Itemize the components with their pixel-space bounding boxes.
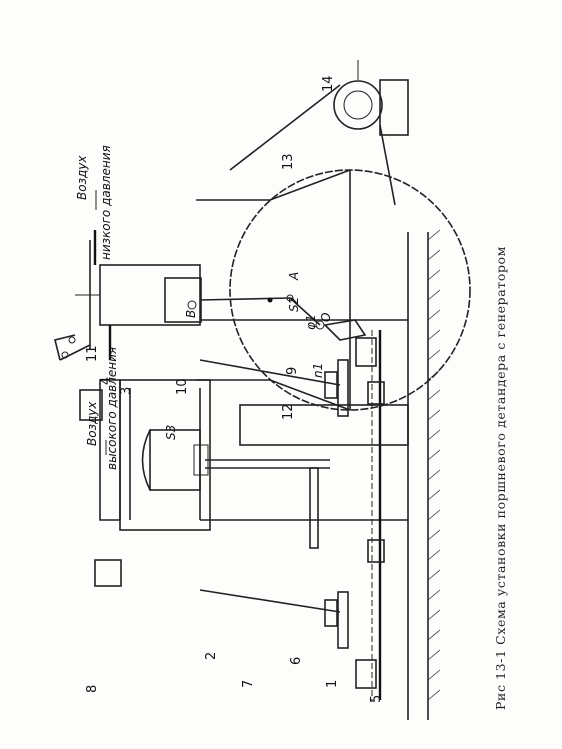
cylinder-head: [54, 334, 122, 587]
bearing-block-2: [367, 381, 385, 405]
crank-oa: [289, 297, 321, 326]
label-10: 10: [175, 378, 190, 395]
label-4: 4: [99, 377, 114, 385]
label-5: 5: [369, 695, 384, 703]
label-11: 11: [85, 345, 100, 362]
air-high-title: Воздух: [85, 401, 99, 446]
valve-8: [94, 559, 122, 587]
air-high-desc: высокого давления: [105, 347, 119, 470]
coupling-disc-5: [337, 591, 349, 649]
belt-top: [229, 84, 341, 171]
link-9: [324, 371, 338, 399]
generator-14: [333, 80, 383, 130]
right-assembly: [75, 60, 471, 411]
center-s2: [267, 297, 273, 303]
belt-bottom: [379, 124, 396, 206]
base-ground: [407, 229, 441, 720]
crank-disc: [309, 467, 319, 549]
label-o: O: [319, 313, 333, 322]
generator-column-12: [239, 404, 409, 446]
label-9: 9: [285, 367, 300, 375]
pin-b: [187, 300, 197, 310]
label-6: 6: [289, 657, 304, 665]
connecting-rod-2: [199, 297, 291, 301]
label-phi: φ1: [304, 314, 318, 330]
rod-7: [199, 589, 341, 613]
label-omega: n1: [311, 363, 325, 378]
label-1: 1: [325, 680, 340, 688]
coupling-disc-9: [337, 359, 349, 417]
rod-10: [199, 359, 341, 386]
label-7: 7: [241, 680, 256, 688]
valve-11: [79, 389, 103, 421]
piston-3: [149, 429, 201, 491]
air-low-desc: низкого давления: [99, 145, 113, 260]
label-14: 14: [321, 75, 336, 92]
label-2: 2: [204, 652, 219, 660]
bearing-bottom: [355, 659, 377, 689]
label-s3: S3: [164, 425, 178, 440]
part-labels: 8 4 11 3 10 9 12 2 7 6 1 5 13 14: [85, 75, 384, 703]
bearing-block: [367, 539, 385, 563]
valve-lever: [54, 334, 91, 361]
left-assembly: [54, 229, 441, 720]
generator-base: [379, 79, 409, 136]
label-s2: S2: [287, 297, 301, 312]
label-a: A: [287, 272, 301, 281]
label-3: 3: [119, 387, 134, 395]
air-low-title: Воздух: [75, 155, 89, 200]
pin-a: [286, 294, 294, 302]
point-labels: S3 S2 A B O φ1 n1: [164, 272, 333, 440]
cylinder-4: [119, 379, 211, 531]
air-labels: Воздух высокого давления Воздух низкого …: [75, 145, 119, 470]
figure-caption: Рис 13-1 Схема установки поршневого дета…: [493, 246, 508, 710]
label-8: 8: [85, 685, 100, 693]
bearing-top: [355, 337, 377, 367]
link-6: [324, 599, 338, 627]
counterweight: [323, 319, 367, 341]
label-b: B: [184, 310, 198, 318]
label-13: 13: [281, 153, 296, 170]
label-12: 12: [281, 403, 296, 420]
